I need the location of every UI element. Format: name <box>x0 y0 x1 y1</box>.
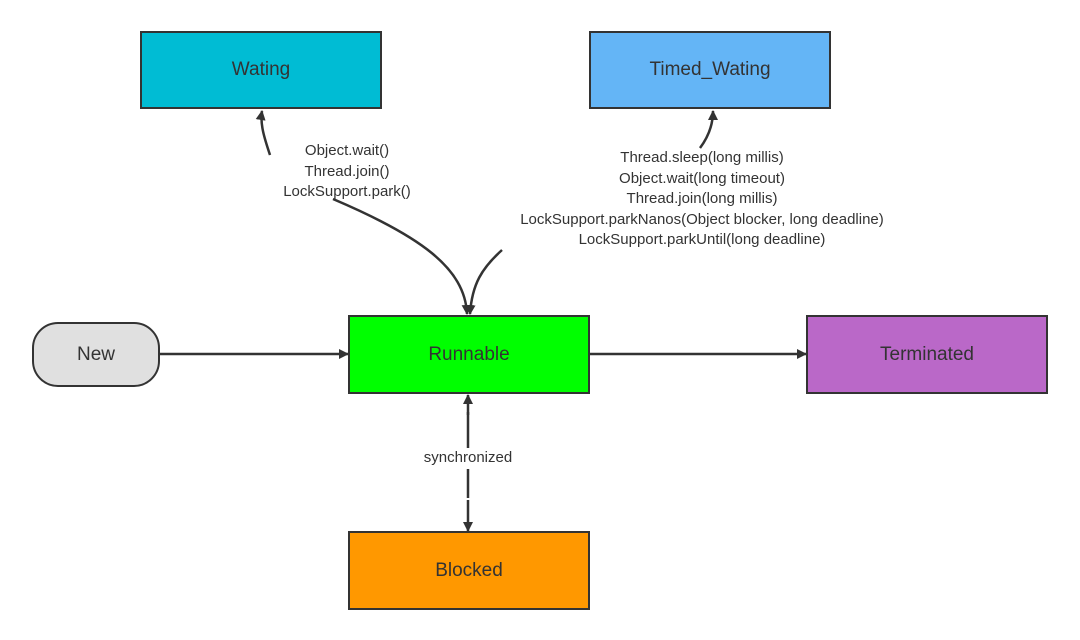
waiting-transition-labels: Object.wait() Thread.join() LockSupport.… <box>262 141 432 203</box>
node-terminated: Terminated <box>806 315 1048 394</box>
node-runnable-label: Runnable <box>428 343 510 365</box>
node-waiting-label: Wating <box>231 59 291 80</box>
timed-label-parknanos: LockSupport.parkNanos(Object blocker, lo… <box>520 210 884 228</box>
node-new-label: New <box>76 343 115 365</box>
node-blocked-label: Blocked <box>435 559 503 581</box>
timed-label-thread-sleep: Thread.sleep(long millis) <box>620 149 784 166</box>
node-terminated-label: Terminated <box>880 343 974 365</box>
waiting-label-object-wait: Object.wait() <box>304 142 390 159</box>
edge-runnable-to-waiting <box>255 110 272 156</box>
blocked-label-synchronized: synchronized <box>423 449 513 466</box>
node-timed-waiting: Timed_Wating <box>589 31 831 109</box>
edge-runnable-to-timed-waiting <box>698 110 718 149</box>
node-blocked: Blocked <box>348 531 590 610</box>
timed-waiting-transition-labels: Thread.sleep(long millis) Object.wait(lo… <box>470 148 934 251</box>
node-runnable: Runnable <box>348 315 590 394</box>
waiting-label-thread-join: Thread.join() <box>304 162 390 180</box>
edge-timed-waiting-to-runnable <box>465 249 503 315</box>
timed-label-object-wait: Object.wait(long timeout) <box>619 169 785 187</box>
timed-label-parkuntil: LockSupport.parkUntil(long deadline) <box>578 231 826 248</box>
blocked-transition-label: synchronized <box>408 448 528 469</box>
edge-waiting-to-runnable <box>332 197 472 315</box>
waiting-label-locksupport-park: LockSupport.park() <box>283 183 411 200</box>
node-timed-waiting-label: Timed_Wating <box>649 59 771 80</box>
node-waiting: Wating <box>140 31 382 109</box>
timed-label-thread-join: Thread.join(long millis) <box>626 190 778 207</box>
node-new: New <box>32 322 160 387</box>
